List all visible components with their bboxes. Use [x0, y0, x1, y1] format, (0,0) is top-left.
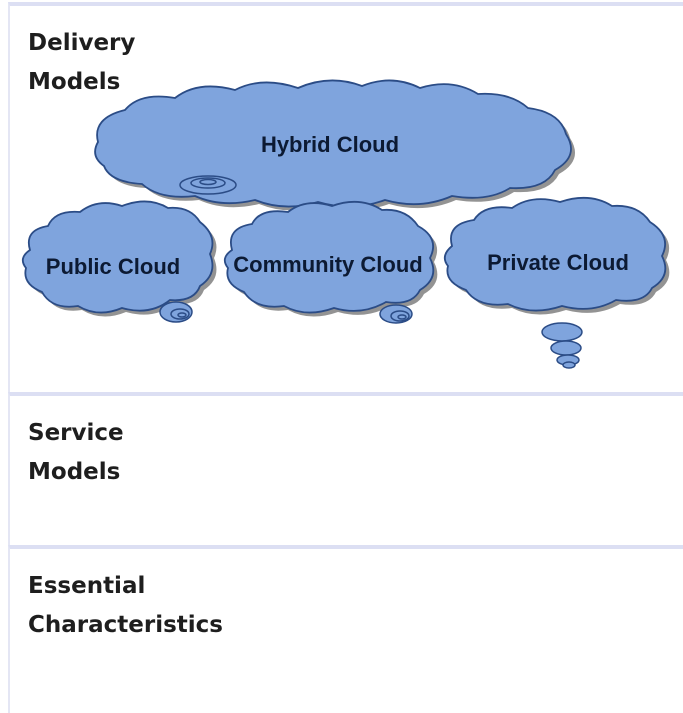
- hybrid-cloud: Hybrid Cloud: [94, 79, 576, 211]
- community-cloud-label: Community Cloud: [233, 252, 422, 277]
- hybrid-cloud-label: Hybrid Cloud: [261, 132, 399, 157]
- essential-characteristics-panel: Essential Characteristics: [8, 545, 683, 713]
- section-title-delivery-models: Delivery Models: [28, 30, 136, 95]
- public-cloud-label: Public Cloud: [46, 254, 180, 279]
- hybrid-cloud-thought-bubble: [179, 175, 237, 195]
- service-models-panel: Service Models: [8, 392, 683, 547]
- public-cloud: Public Cloud: [21, 200, 217, 317]
- community-cloud: Community Cloud: [223, 200, 438, 317]
- section-title-essential-characteristics: Essential Characteristics: [28, 573, 223, 638]
- delivery-models-diagram: Hybrid Cloud Public Cloud Community Clou…: [21, 79, 670, 369]
- private-cloud-label: Private Cloud: [487, 250, 629, 275]
- section-title-service-models: Service Models: [28, 420, 124, 485]
- private-cloud-thought-bubble: [541, 322, 583, 369]
- private-cloud: Private Cloud: [443, 196, 670, 315]
- community-cloud-thought-bubble: [379, 304, 413, 324]
- public-cloud-thought-bubble: [159, 301, 193, 323]
